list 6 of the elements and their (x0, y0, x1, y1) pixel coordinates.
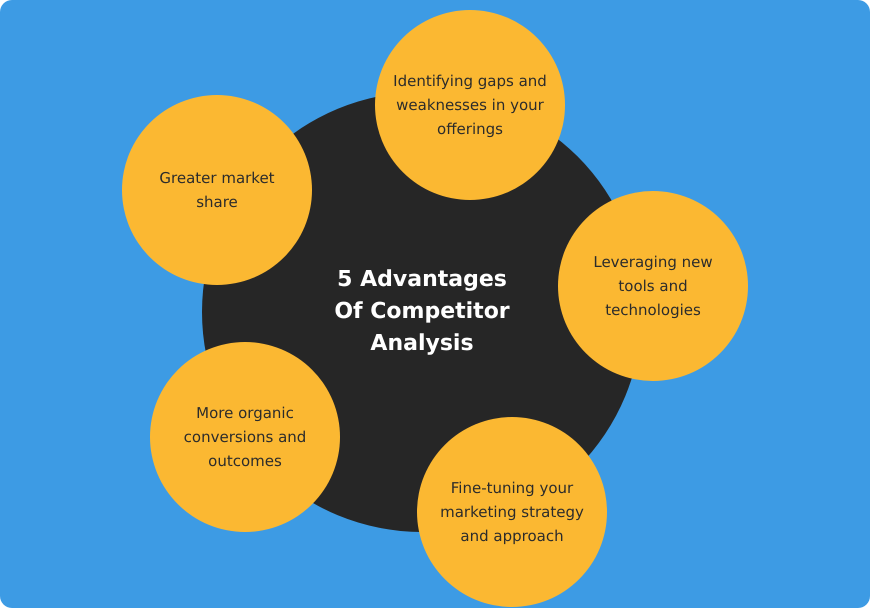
advantage-text: Greater market share (158, 168, 276, 213)
advantage-text: Identifying gaps and weaknesses in your offerings (392, 71, 548, 140)
advantage-text: More organic conversions and outcomes (182, 403, 308, 472)
advantage-text: Leveraging new tools and technologies (592, 252, 714, 321)
advantage-text: Fine-tuning your marketing strategy and approach (439, 478, 585, 547)
center-label: 5 Advantages Of Competitor Analysis (333, 266, 511, 358)
